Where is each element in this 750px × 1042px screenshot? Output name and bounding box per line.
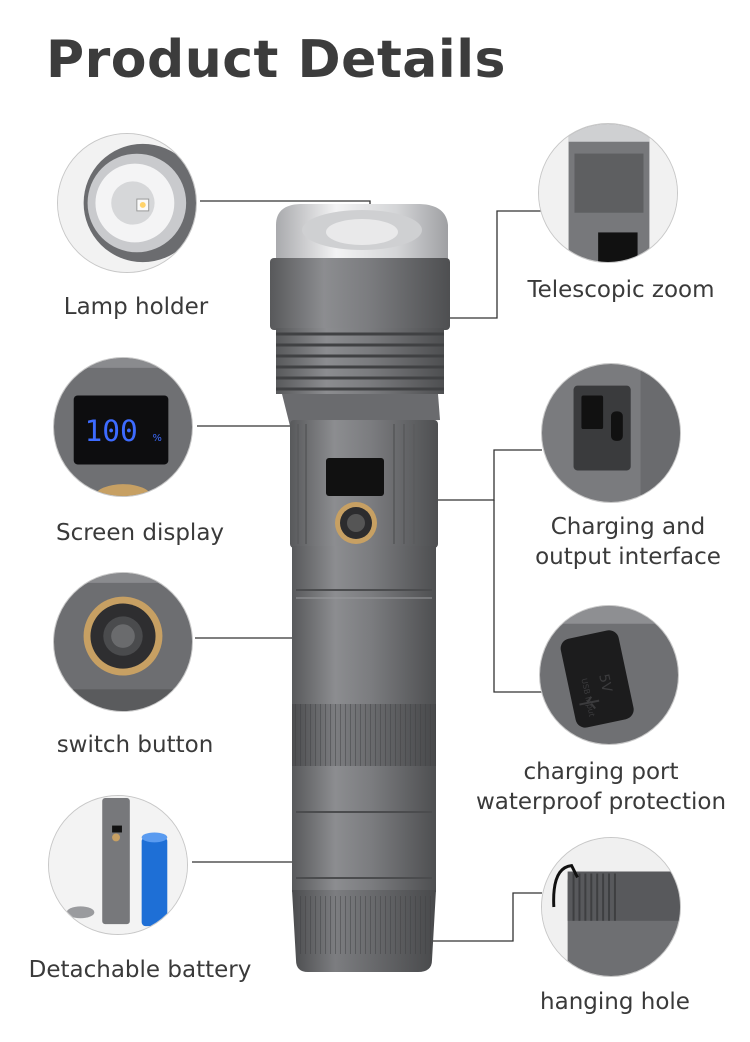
switch-button-label: switch button [56,732,214,758]
charging-port-line1: charging port [523,759,679,785]
page-title: Product Details [46,30,506,90]
charging-port-line2: waterproof protection [475,789,727,815]
telescopic-zoom-image [538,123,678,263]
leader-charging-port [493,500,542,693]
screen-display-label: Screen display [55,520,225,546]
flashlight-screen [326,458,384,496]
charging-interface-line2: output interface [535,544,721,570]
battery-tube [292,546,436,706]
usb-port-icon [573,385,631,471]
hanging-hole-image [541,837,681,977]
screen-reading: 100 [84,414,137,448]
charging-interface-line1: Charging and [550,514,706,540]
leader-charging-interface [438,449,542,501]
leader-hanging-hole [430,892,542,942]
power-button-icon [83,596,163,676]
detachable-battery-label: Detachable battery [28,957,252,983]
telescopic-zoom-label: Telescopic zoom [527,277,715,303]
switch-button-image [53,572,193,712]
leader-telescopic-zoom [440,210,542,319]
screen-display-image: 100 % [53,357,193,497]
charging-interface-label: Charging and output interface [520,512,736,572]
usb-symbol-icon [579,696,600,710]
detachable-battery-image [48,795,188,935]
port-cover-text: 5V [595,673,615,695]
charging-port-image: 5V USB Input [539,605,679,745]
lamp-holder-image [57,133,197,273]
lamp-holder-label: Lamp holder [63,294,209,320]
hanging-hole-label: hanging hole [540,989,690,1015]
charging-port-label: charging port waterproof protection [466,757,736,817]
threads [276,328,444,394]
head [270,258,450,330]
led-chip-icon [136,198,150,212]
screen-unit: % [153,433,162,444]
charging-interface-image [541,363,681,503]
